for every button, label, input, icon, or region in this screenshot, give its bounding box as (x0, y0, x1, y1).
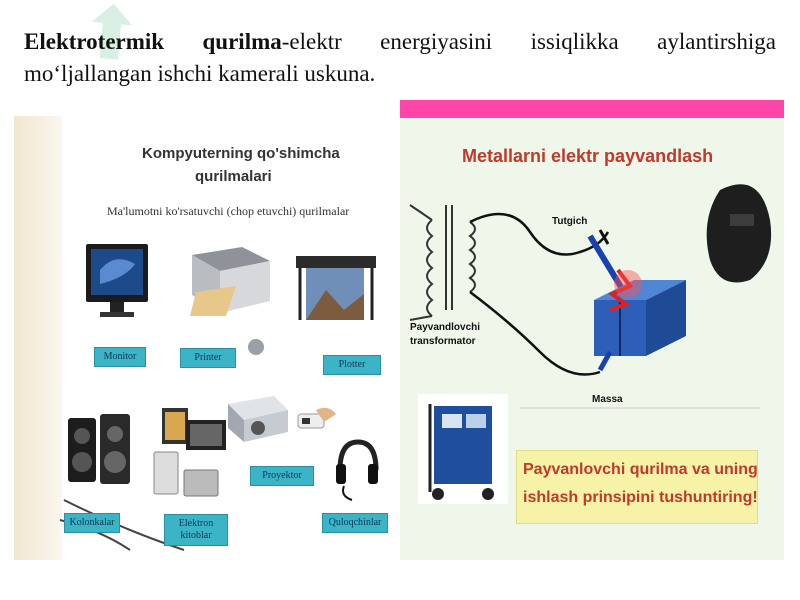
label-projector: Proyektor (250, 466, 314, 486)
label-headphones: Quloqchinlar (322, 513, 388, 533)
speakers-icon (68, 414, 130, 484)
electrode-holder-icon (587, 229, 627, 294)
ground-label: Massa (592, 394, 623, 405)
workpiece-icon (594, 268, 686, 356)
panel-top-bar (400, 100, 784, 118)
devices-illustration (59, 244, 379, 551)
panel-decoration (14, 116, 62, 560)
label-plotter: Plotter (323, 355, 381, 375)
question-line1: Payvanlovchi qurilma va uning (523, 461, 758, 478)
label-ebooks: Elektron kitoblar (164, 514, 228, 546)
question-note: Payvanlovchi qurilma va uning ishlash pr… (516, 450, 758, 524)
plotter-icon (296, 256, 376, 320)
welding-mask-icon (706, 184, 772, 283)
label-printer: Printer (180, 348, 236, 368)
left-heading-line1: Kompyuterning qo'shimcha (142, 145, 340, 162)
transformer-label-line1: Payvandlovchi (410, 322, 481, 333)
left-subheading: Ma'lumotni ko'rsatuvchi (chop etuvchi) q… (107, 204, 350, 218)
transformer-label-line2: transformator (410, 336, 476, 347)
transformer-icon (409, 204, 476, 321)
title-term: Elektrotermik qurilma (24, 29, 282, 54)
ebook-icon (153, 408, 226, 497)
left-heading-line2: qurilmalari (195, 168, 272, 185)
question-line2: ishlash prinsipini tushuntiring! (523, 489, 758, 506)
label-monitor: Monitor (94, 347, 146, 367)
slide-title: Elektrotermik qurilma-elektr energiyasin… (24, 26, 776, 90)
printer-icon (190, 247, 270, 355)
projector-icon (228, 396, 288, 442)
monitor-icon (86, 244, 148, 317)
electrode-label: Tutgich (552, 216, 588, 227)
headphones-icon (336, 439, 379, 501)
right-heading: Metallarni elektr payvandlash (462, 146, 714, 166)
usb-device-icon (297, 407, 336, 429)
welding-machine-icon (418, 394, 508, 504)
title-definition: -elektr energiyasini issiqlikka aylantir… (24, 29, 776, 86)
label-speakers: Kolonkalar (64, 513, 120, 533)
